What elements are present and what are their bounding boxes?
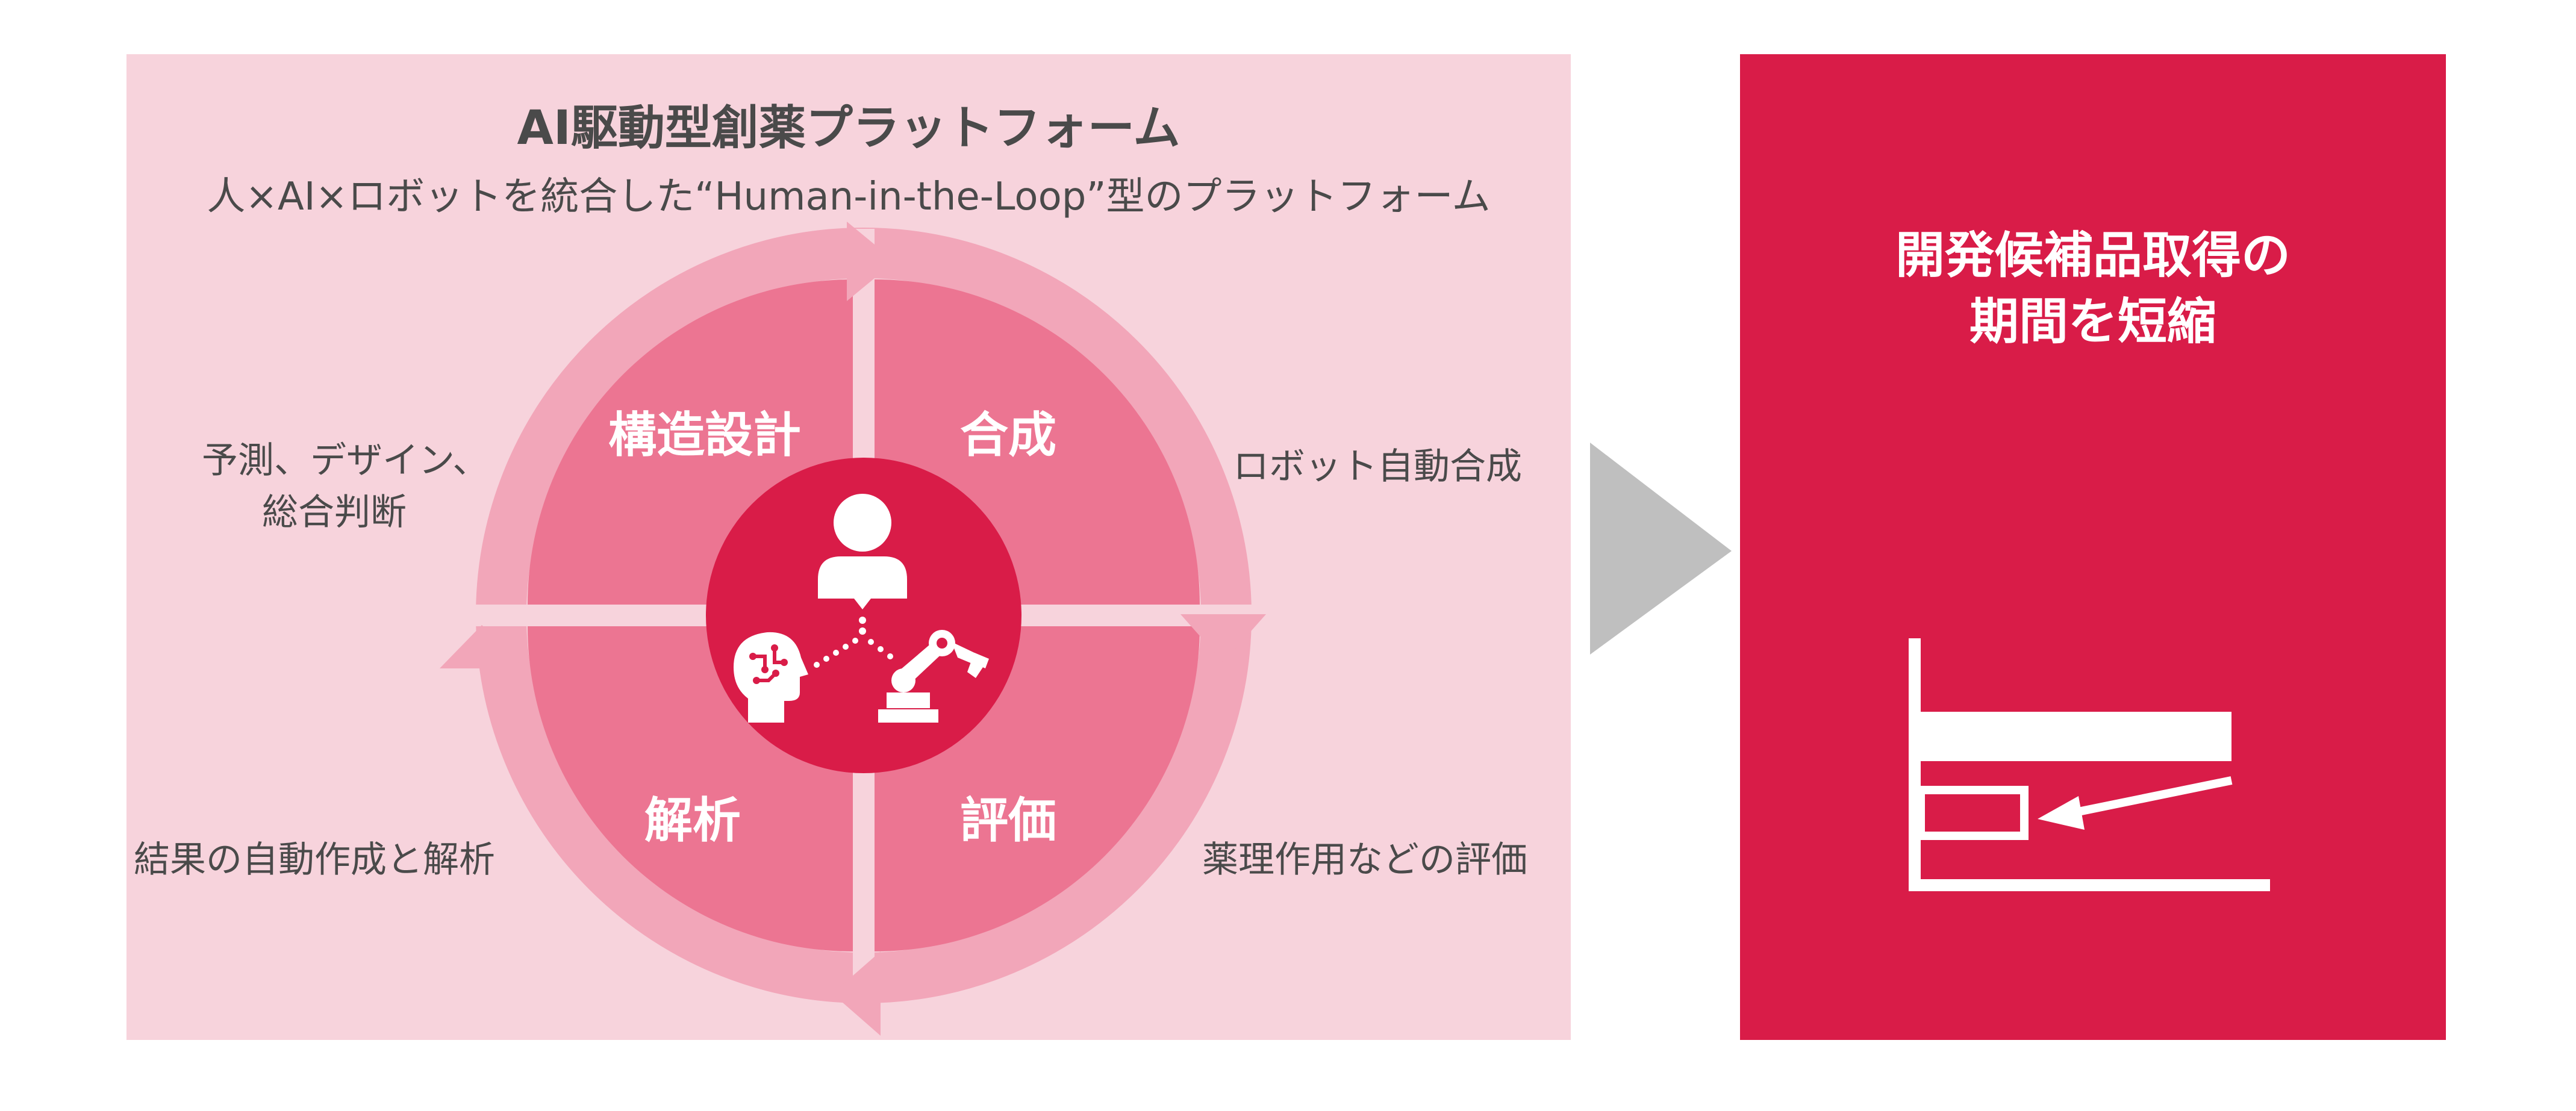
- description-analysis: 結果の自動作成と解析: [134, 839, 495, 881]
- reduction-arrow-icon: [2038, 776, 2233, 830]
- robot-arm-icon: [878, 630, 989, 723]
- quadrant-label-evaluation: 評価: [960, 792, 1056, 848]
- description-structure-design: 予測、デザイン、 総合判断: [202, 435, 489, 538]
- bar-before: [1921, 712, 2231, 761]
- platform-panel: AI駆動型創薬プラットフォーム 人×AI×ロボットを統合した“Human-in-…: [126, 54, 1571, 1040]
- flow-arrow: [1590, 443, 1732, 655]
- cycle-arrow-top: [847, 222, 895, 301]
- quadrant-label-analysis: 解析: [644, 792, 741, 848]
- platform-subtitle: 人×AI×ロボットを統合した“Human-in-the-Loop”型のプラットフ…: [207, 175, 1491, 219]
- result-title: 開発候補品取得の 期間を短縮: [1740, 223, 2446, 355]
- description-structure-design-line2: 総合判断: [262, 491, 407, 534]
- description-evaluation: 薬理作用などの評価: [1202, 839, 1527, 881]
- person-icon: [818, 494, 907, 609]
- ai-head-icon: [734, 632, 808, 723]
- result-title-line1: 開発候補品取得の: [1895, 227, 2291, 284]
- description-synthesis: ロボット自動合成: [1233, 446, 1522, 488]
- chart-axis-vertical: [1909, 638, 1921, 891]
- description-structure-design-line1: 予測、デザイン、: [202, 440, 489, 482]
- chart-axis-horizontal: [1909, 879, 2270, 891]
- quadrant-label-structure-design: 構造設計: [608, 407, 801, 463]
- result-panel: 開発候補品取得の 期間を短縮: [1740, 54, 2446, 1040]
- cycle-arrow-left: [440, 625, 524, 668]
- time-reduction-icon: [1909, 638, 2270, 891]
- cycle-arrow-bottom: [832, 951, 881, 1036]
- cycle-arrow-right: [1180, 614, 1266, 662]
- cycle-diagram: 構造設計 合成 解析 評価: [440, 222, 1266, 1036]
- result-title-line2: 期間を短縮: [1969, 293, 2216, 350]
- bar-after: [1916, 786, 2029, 840]
- quadrant-label-synthesis: 合成: [960, 407, 1056, 463]
- flow-arrow-shape: [1590, 443, 1732, 655]
- platform-title: AI駆動型創薬プラットフォーム: [517, 101, 1180, 155]
- connection-dots: [814, 617, 893, 668]
